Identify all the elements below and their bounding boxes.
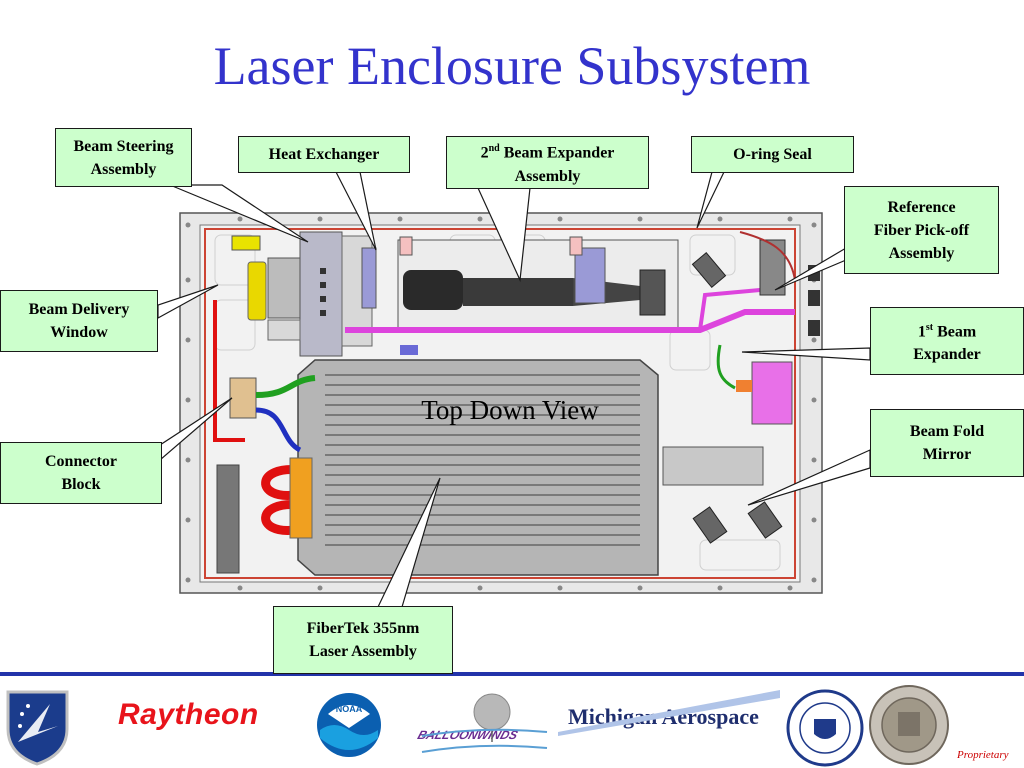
beam-fold-mirror (691, 252, 783, 544)
beam-path-tube (345, 309, 795, 333)
fibertek-laser-assembly (297, 359, 659, 576)
callout-line: Assembly (90, 160, 157, 178)
callout-beam-expander-1: 1st Beam Expander (870, 307, 1024, 375)
callout-line: Mirror (922, 446, 972, 463)
callout-line: Beam Steering (73, 137, 174, 155)
callout-line: FiberTek 355nm (306, 620, 420, 637)
ordinal-suffix: nd (488, 143, 500, 155)
noaa-logo-icon: NOAA (317, 693, 381, 757)
connector-block (229, 377, 257, 419)
callout-text: Beam Expander (499, 144, 615, 162)
ordinal-number: 1 (917, 323, 926, 341)
callout-line: Window (50, 324, 108, 341)
michigan-aerospace-swoosh (558, 690, 780, 736)
callout-line: Block (61, 476, 101, 493)
callout-line: 2nd Beam Expander (481, 137, 615, 164)
coolant-loop-upper (261, 465, 301, 500)
callout-line: Heat Exchanger (268, 146, 380, 163)
uh-seal-icon (869, 685, 949, 765)
callout-heat-exchanger: Heat Exchanger (238, 136, 410, 173)
callout-line: Beam Delivery (28, 301, 130, 318)
proprietary-notice: Proprietary (957, 749, 1009, 761)
callout-line: Assembly (514, 167, 581, 185)
reference-fiber-pickoff (759, 239, 786, 296)
ordinal-number: 2 (480, 144, 489, 162)
callout-line: Expander (913, 346, 981, 364)
callout-beam-steering-assembly: Beam Steering Assembly (55, 128, 192, 187)
callout-beam-fold-mirror: Beam Fold Mirror (870, 409, 1024, 477)
callout-text: Beam (933, 323, 977, 341)
callout-line: 1st Beam (918, 316, 976, 343)
callout-line: Assembly (888, 244, 955, 262)
callout-line: Connector (45, 453, 117, 470)
beam-steering-assembly (231, 235, 261, 251)
callout-line: Reference (887, 198, 956, 216)
raytheon-logo: Raytheon (118, 698, 259, 731)
beam-expander-1 (751, 361, 793, 425)
callout-line: O-ring Seal (733, 146, 812, 163)
callout-beam-expander-2: 2nd Beam Expander Assembly (446, 136, 649, 189)
noaa-text: NOAA (336, 704, 363, 714)
callout-line: Laser Assembly (309, 643, 417, 660)
footer-divider (0, 672, 1024, 676)
callout-line: Fiber Pick-off (873, 221, 970, 239)
heat-exchanger-block (299, 231, 343, 357)
afrl-shield-icon (6, 690, 69, 766)
callout-connector-block: Connector Block (0, 442, 162, 504)
callout-fibertek-laser-assembly: FiberTek 355nm Laser Assembly (273, 606, 453, 674)
top-down-view-label: Top Down View (421, 395, 599, 425)
ordinal-suffix: st (925, 321, 934, 333)
callout-beam-delivery-window: Beam Delivery Window (0, 290, 158, 352)
callout-oring-seal: O-ring Seal (691, 136, 854, 173)
callout-reference-fiber-pickoff: Reference Fiber Pick-off Assembly (844, 186, 999, 274)
callout-line: Beam Fold (909, 423, 985, 440)
balloon-icon (421, 693, 548, 753)
page-title: Laser Enclosure Subsystem (213, 36, 811, 96)
unh-seal-icon (786, 689, 864, 767)
